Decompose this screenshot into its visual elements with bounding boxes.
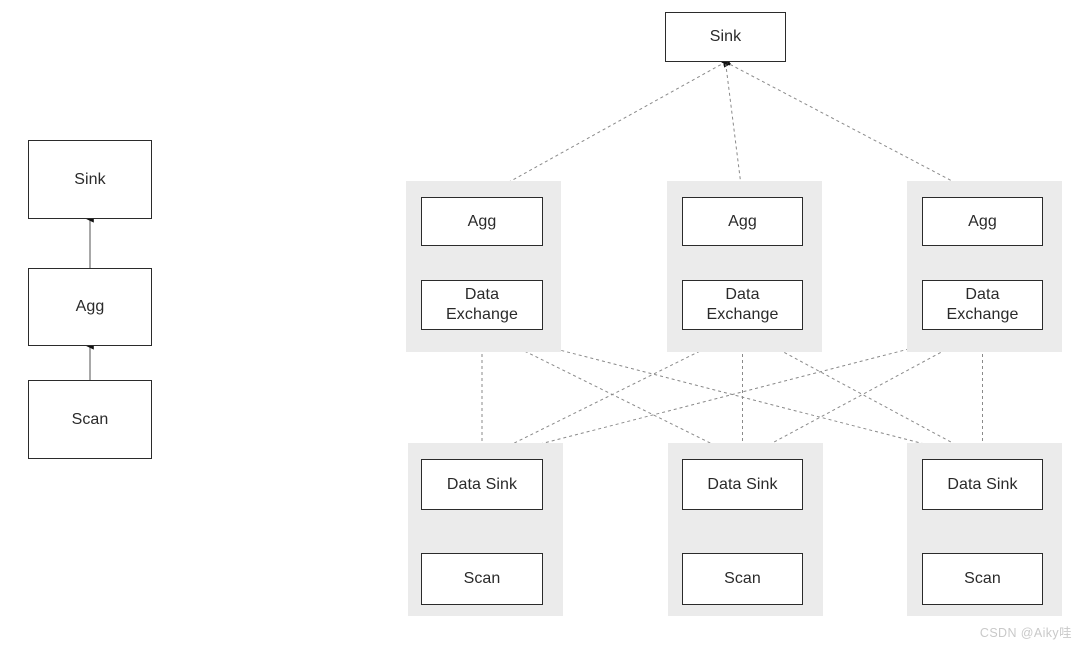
- node-datasink-3[interactable]: Data Sink: [922, 459, 1043, 510]
- node-agg-1[interactable]: Agg: [421, 197, 543, 246]
- node-scan-2-label: Scan: [724, 570, 761, 588]
- node-datasink-1-label: Data Sink: [446, 475, 518, 493]
- node-agg-3[interactable]: Agg: [922, 197, 1043, 246]
- node-scan-3[interactable]: Scan: [922, 553, 1043, 605]
- node-scan-1[interactable]: Scan: [421, 553, 543, 605]
- node-exchange-3[interactable]: Data Exchange: [922, 280, 1043, 330]
- node-exchange-1[interactable]: Data Exchange: [421, 280, 543, 330]
- node-left-sink[interactable]: Sink: [28, 140, 152, 219]
- node-left-sink-label: Sink: [74, 170, 106, 188]
- edge-agg-sink-1: [481, 58, 732, 198]
- node-dist-sink-label: Sink: [709, 28, 742, 46]
- node-exchange-3-label: Data Exchange: [946, 286, 1019, 323]
- node-agg-3-label: Agg: [968, 212, 997, 230]
- node-datasink-2[interactable]: Data Sink: [682, 459, 803, 510]
- node-scan-1-label: Scan: [463, 570, 501, 588]
- node-exchange-2-label: Data Exchange: [706, 286, 779, 323]
- node-agg-2-label: Agg: [728, 212, 757, 230]
- node-scan-2[interactable]: Scan: [682, 553, 803, 605]
- node-left-agg[interactable]: Agg: [28, 268, 152, 346]
- node-left-scan[interactable]: Scan: [28, 380, 152, 459]
- watermark-text: CSDN @Aiky哇: [979, 626, 1072, 640]
- node-agg-2[interactable]: Agg: [682, 197, 803, 246]
- node-datasink-1[interactable]: Data Sink: [421, 459, 543, 510]
- node-left-agg-label: Agg: [75, 298, 105, 316]
- edge-agg-sink-2: [721, 57, 743, 198]
- node-dist-sink[interactable]: Sink: [665, 12, 786, 62]
- node-agg-1-label: Agg: [467, 212, 497, 230]
- node-exchange-2[interactable]: Data Exchange: [682, 280, 803, 330]
- node-scan-3-label: Scan: [964, 570, 1001, 588]
- node-datasink-3-label: Data Sink: [947, 475, 1018, 493]
- node-datasink-2-label: Data Sink: [707, 475, 778, 493]
- node-exchange-1-label: Data Exchange: [446, 286, 518, 323]
- edge-agg-sink-3: [723, 56, 983, 198]
- node-left-scan-label: Scan: [71, 410, 109, 428]
